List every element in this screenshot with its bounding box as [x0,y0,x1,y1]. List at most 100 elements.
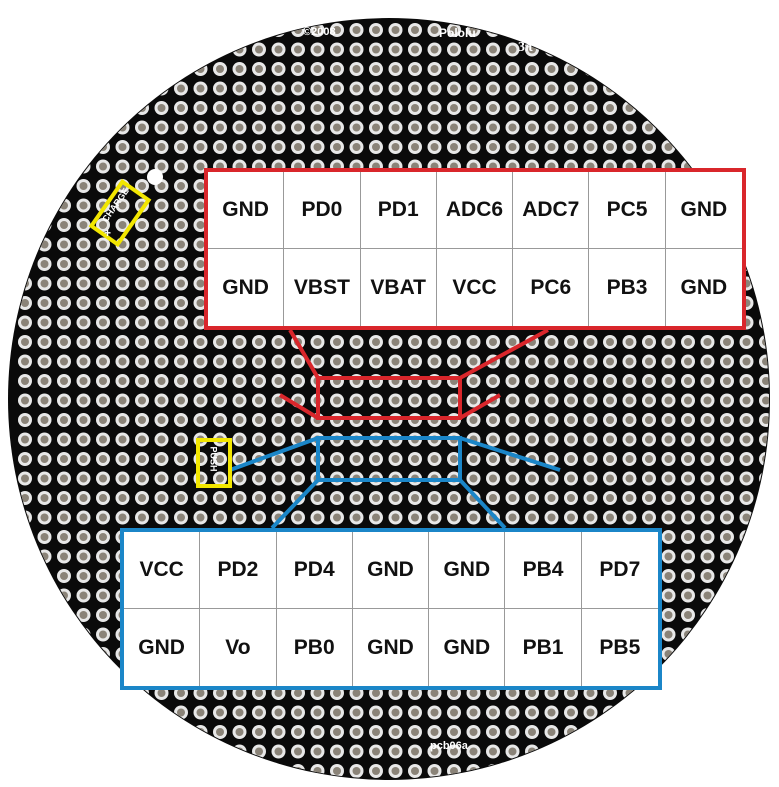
pcb-hole-drill [294,416,302,424]
pcb-hole-drill [60,416,68,424]
pcb-hole-drill [391,513,400,522]
pcb-hole [18,549,32,564]
pcb-hole-drill [274,708,283,717]
pcb-hole-drill [216,728,224,736]
pcb-hole-drill [60,221,68,229]
pcb-hole-drill [450,143,458,151]
pcb-hole-drill [430,494,439,502]
pcb-hole-drill [567,143,575,151]
pcb-hole-drill [60,689,68,697]
pcb-hole-drill [664,65,673,73]
pcb-hole-drill [138,416,146,424]
pcb-hole [57,179,71,193]
pcb-hole-drill [742,416,751,424]
pcb-hole-drill [586,65,595,73]
pcb-hole-drill [60,65,68,73]
pcb-hole-drill [411,728,419,736]
pcb-hole-drill [469,84,478,93]
pcb-hole-drill [40,279,49,288]
pcb-hole [37,81,52,96]
pcb-hole [720,569,734,583]
pcb-hole [57,140,71,154]
pcb-hole [739,725,754,739]
pcb-hole-drill [645,767,653,775]
pcb-hole-drill [118,377,127,385]
pcb-hole-drill [177,494,185,502]
pcb-hole [193,42,208,57]
pcb-hole [759,237,769,252]
pcb-hole-drill [216,123,224,132]
pcb-hole-drill [138,767,146,775]
pcb-hole [154,744,169,759]
pcb-hole [18,705,32,720]
pcb-hole [76,705,91,720]
pcb-hole [232,764,247,778]
pcb-hole [622,42,637,57]
pcb-hole-drill [99,45,107,54]
pcb-hole-drill [40,708,49,717]
pcb-hole-drill [469,513,478,522]
pcb-hole-drill [79,279,88,288]
pcb-hole-drill [567,104,575,112]
pcb-hole [174,764,188,778]
pcb-hole-drill [411,396,419,405]
pcb-hole-drill [625,747,634,756]
pcb-hole-drill [567,26,575,34]
pcb-hole-drill [21,474,29,483]
pcb-hole [115,744,130,759]
pcb-hole-drill [196,143,205,151]
pcb-hole-drill [567,689,575,697]
pcb-hole-drill [684,533,692,541]
pcb-hole-drill [21,747,29,756]
pcb-hole-drill [411,104,419,112]
pcb-hole [57,62,71,76]
pcb-hole-drill [118,435,127,444]
pcb-hole-drill [450,104,458,112]
pcb-hole-drill [216,357,224,366]
pcb-hole-drill [723,494,731,502]
pcb-hole-drill [528,474,536,483]
pcb-hole-drill [235,65,244,73]
pcb-hole-drill [645,26,653,34]
pcb-hole [115,725,130,739]
pcb-hole-drill [567,455,575,463]
pcb-hole-drill [294,377,302,385]
pcb-hole [115,764,130,778]
pcb-hole-drill [40,747,49,756]
pcb-hole-drill [274,26,283,34]
pcb-hole-drill [645,689,653,697]
pcb-hole-drill [372,123,380,132]
pcb-hole-drill [60,747,68,756]
pcb-hole-drill [157,396,166,405]
pcb-hole-drill [489,84,497,93]
pcb-hole-drill [274,747,283,756]
pcb-hole-drill [138,494,146,502]
pcb-hole-drill [216,689,224,697]
pcb-hole-drill [489,689,497,697]
pcb-hole [18,237,32,252]
pcb-hole-drill [333,513,341,522]
pcb-hole-drill [21,494,29,502]
pcb-hole [720,686,734,700]
pcb-hole-drill [723,26,731,34]
pcb-hole-drill [138,123,146,132]
pcb-hole [739,705,754,720]
pcb-hole [603,42,617,57]
pcb-hole-drill [216,143,224,151]
pcb-hole [739,101,754,115]
pcb-hole-drill [664,104,673,112]
pcb-hole-drill [21,416,29,424]
pcb-hole-drill [508,474,517,483]
pcb-hole [96,764,110,778]
pcb-hole-drill [742,26,751,34]
pcb-hole-drill [177,377,185,385]
pcb-hole [700,140,715,154]
pcb-hole [681,666,695,681]
pcb-hole [96,666,110,681]
pcb-hole [213,23,227,37]
pcb-hole [18,569,32,583]
pcb-hole-drill [118,338,127,346]
pcb-hole-drill [528,494,536,502]
pcb-hole-drill [528,767,536,775]
pcb-hole-drill [547,123,556,132]
